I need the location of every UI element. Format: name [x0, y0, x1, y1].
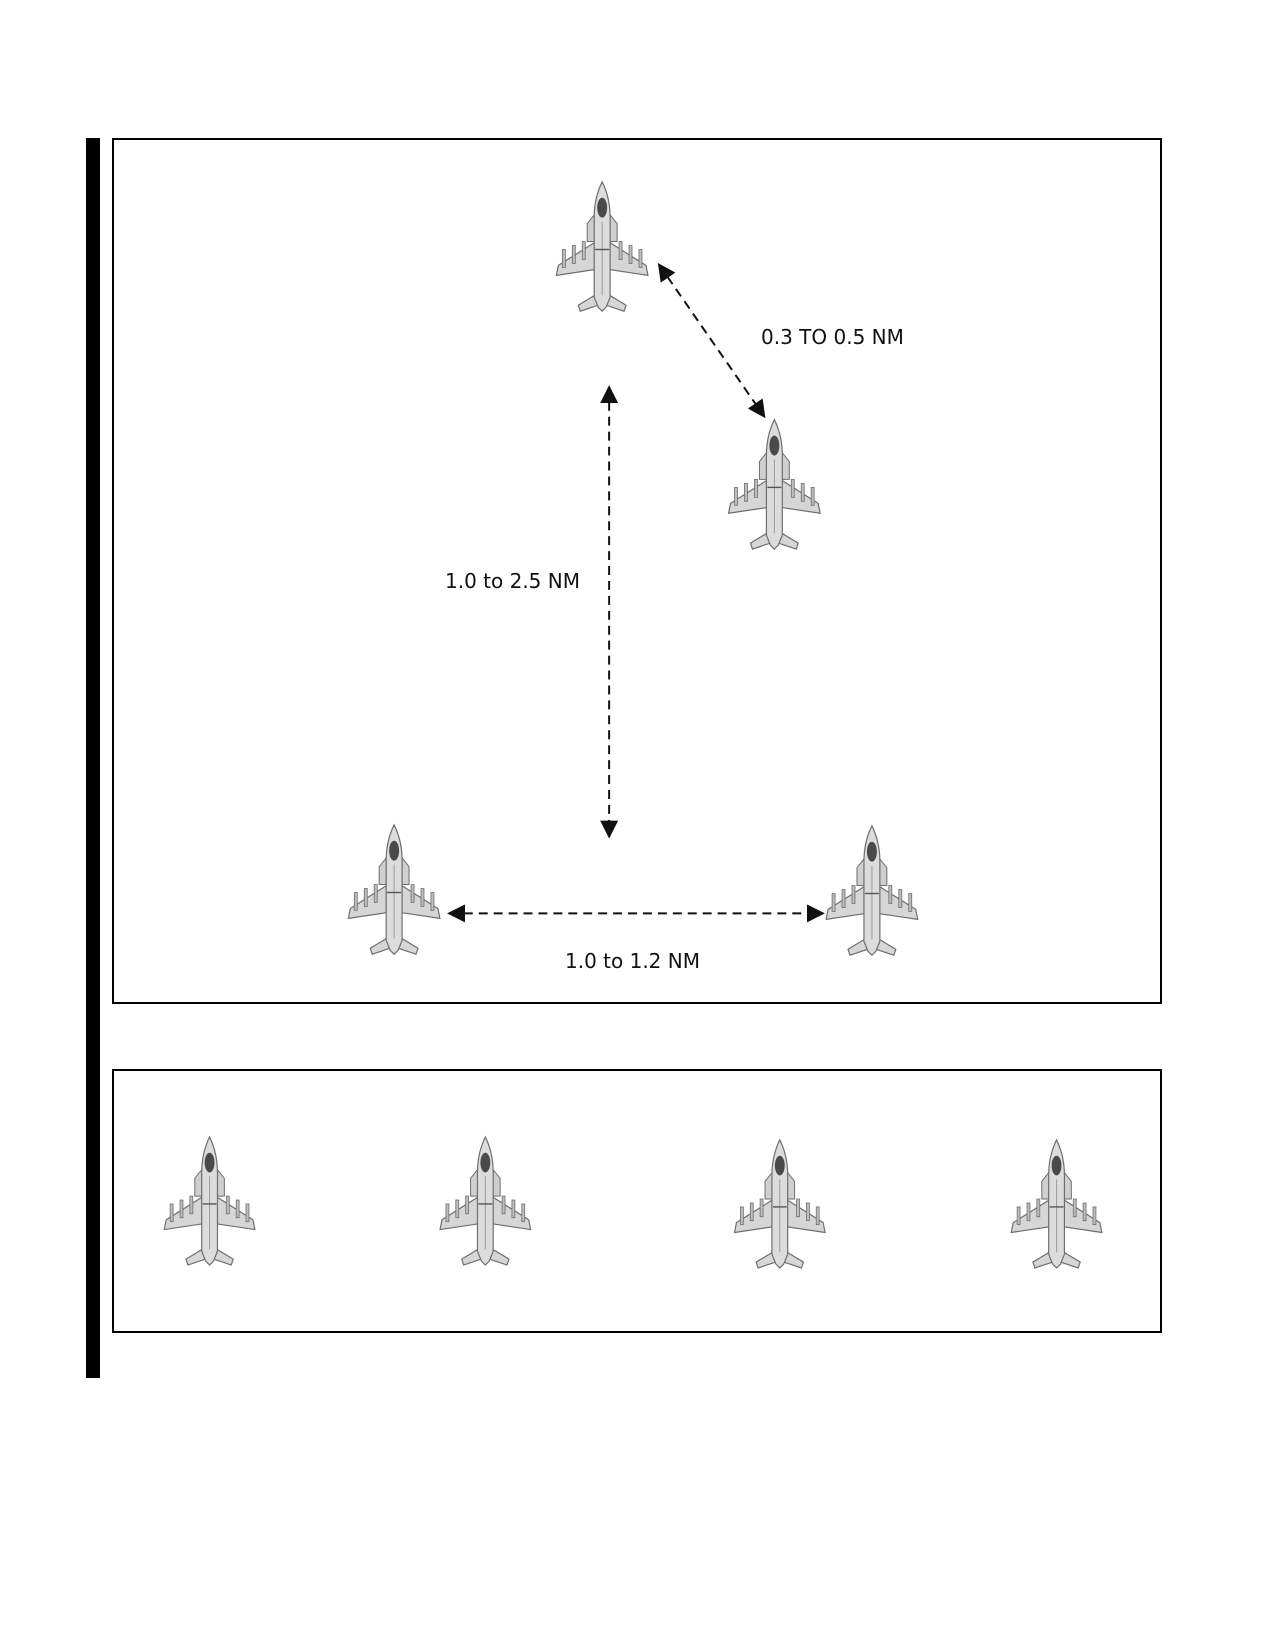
trail-left-aircraft-icon	[347, 824, 441, 955]
line-abreast-aircraft-icon-4	[1010, 1139, 1103, 1269]
lead-aircraft-icon	[555, 181, 649, 312]
section-spacing-label: 1.0 to 2.5 NM	[445, 569, 580, 593]
formation-diagram	[347, 181, 919, 956]
trail-right-aircraft-icon	[825, 825, 919, 956]
wingman-aircraft-icon	[727, 419, 821, 550]
change-bar	[86, 138, 100, 1378]
line-abreast-aircraft-icon-1	[163, 1136, 256, 1266]
lead-wingman-spacing-arrow	[657, 262, 766, 419]
line-abreast-panel	[112, 1069, 1162, 1333]
line-abreast-diagram	[163, 1136, 1103, 1269]
line-abreast-aircraft-icon-2	[439, 1136, 532, 1266]
formation-diagram-panel: 0.3 TO 0.5 NM 1.0 to 2.5 NM 1.0 to 1.2 N…	[112, 138, 1162, 1004]
trail-lateral-spacing-label: 1.0 to 1.2 NM	[565, 949, 700, 973]
lead-wingman-spacing-label: 0.3 TO 0.5 NM	[761, 325, 904, 349]
line-abreast-aircraft-icon-3	[733, 1139, 826, 1269]
